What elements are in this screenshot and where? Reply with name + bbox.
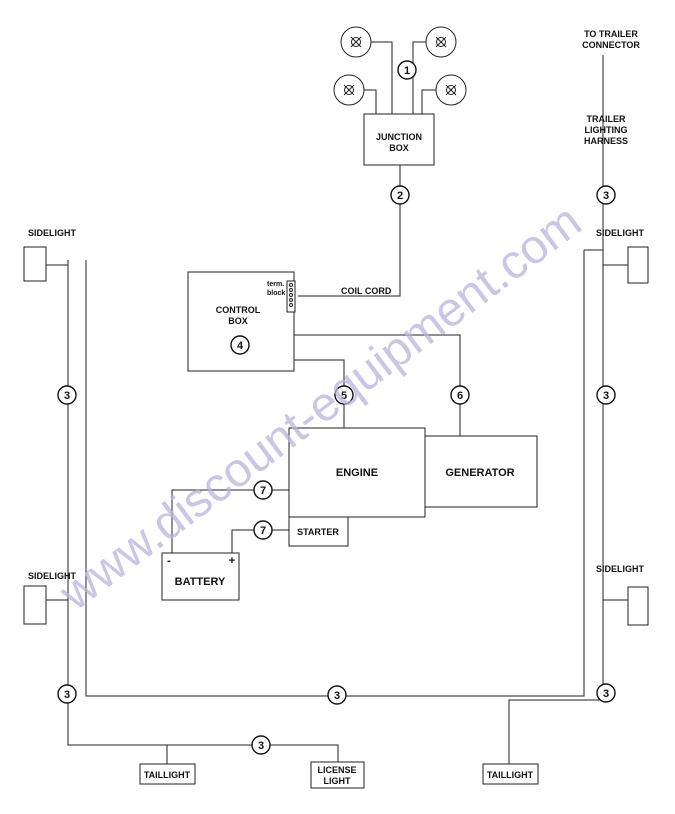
generator: GENERATOR <box>423 435 538 508</box>
wire-junction-coil <box>298 165 401 297</box>
sidelight-left-bottom-label: SIDELIGHT <box>28 571 77 581</box>
wire-control-engine <box>294 359 345 428</box>
wire-worklight-1 <box>371 41 393 114</box>
sidelight-right-bottom-label: SIDELIGHT <box>596 564 645 574</box>
work-light-top-left <box>340 26 372 58</box>
callout-6: 6 <box>450 385 470 405</box>
battery-positive: + <box>229 555 235 567</box>
to-trailer-connector-label-1: TO TRAILER <box>584 29 638 39</box>
engine-label: ENGINE <box>336 467 378 479</box>
license-light-label-2: LIGHT <box>324 776 351 786</box>
svg-text:3: 3 <box>258 740 264 752</box>
taillight-left-label: TAILLIGHT <box>144 770 191 780</box>
trailer-harness-label-3: HARNESS <box>584 136 628 146</box>
term-block-label-2: block <box>267 290 285 297</box>
sidelight-left-bottom <box>23 585 47 625</box>
work-light-bottom-right <box>435 74 467 106</box>
taillight-left: TAILLIGHT <box>139 763 196 785</box>
term-block-label-1: term. <box>267 281 284 288</box>
battery-negative: - <box>167 555 171 567</box>
callout-3-right-middle: 3 <box>596 385 616 405</box>
watermark-text: www.discount-equipment.com <box>49 195 591 622</box>
work-light-top-right <box>425 26 457 58</box>
sidelight-left-top <box>23 246 47 282</box>
sidelight-right-top <box>627 246 649 284</box>
callout-1: 1 <box>397 60 417 80</box>
callouts: 1 2 4 5 6 7 7 3 3 3 3 3 3 3 <box>57 60 616 755</box>
callout-7-starter: 7 <box>253 520 273 540</box>
svg-text:3: 3 <box>64 689 70 701</box>
svg-text:3: 3 <box>64 390 70 402</box>
svg-text:3: 3 <box>603 390 609 402</box>
svg-text:2: 2 <box>397 190 403 202</box>
sidelight-right-bottom <box>627 586 649 626</box>
junction-box-label-2: BOX <box>389 143 409 153</box>
svg-text:4: 4 <box>237 340 244 352</box>
control-box: CONTROL BOX term. block <box>187 271 296 372</box>
callout-2: 2 <box>390 185 410 205</box>
svg-text:3: 3 <box>603 190 609 202</box>
junction-box-label-1: JUNCTION <box>376 132 422 142</box>
svg-text:7: 7 <box>260 485 266 497</box>
control-box-label-1: CONTROL <box>216 305 261 315</box>
wire-right-main <box>508 55 604 764</box>
svg-text:1: 1 <box>404 65 410 77</box>
callout-3-bottom-middle: 3 <box>327 685 347 705</box>
work-lights <box>333 26 467 106</box>
wire-left-outer <box>67 260 339 762</box>
terminal-block <box>286 280 296 313</box>
taillight-right-label: TAILLIGHT <box>487 770 534 780</box>
starter-label: STARTER <box>297 527 339 537</box>
work-light-bottom-left <box>333 74 365 106</box>
starter: STARTER <box>288 516 349 547</box>
wire-worklight-2 <box>412 41 426 114</box>
callout-3-right-top: 3 <box>596 185 616 205</box>
trailer-harness-label-2: LIGHTING <box>585 125 628 135</box>
callout-3-left-lower: 3 <box>57 684 77 704</box>
coil-cord-label: COIL CORD <box>341 286 392 296</box>
trailer-harness-label-1: TRAILER <box>587 114 626 124</box>
wire-worklight-3 <box>364 89 377 114</box>
callout-4: 4 <box>230 335 250 355</box>
callout-5: 5 <box>334 385 354 405</box>
sidelight-left-top-label: SIDELIGHT <box>28 228 77 238</box>
wire-engine-battery <box>171 489 289 553</box>
callout-3-right-lower: 3 <box>596 683 616 703</box>
to-trailer-connector-label-2: CONNECTOR <box>582 40 640 50</box>
wire-worklight-4 <box>421 89 436 114</box>
junction-box: JUNCTION BOX <box>363 113 435 166</box>
license-light: LICENSE LIGHT <box>310 761 365 789</box>
svg-text:7: 7 <box>260 525 266 537</box>
svg-text:5: 5 <box>341 390 347 402</box>
control-box-label-2: BOX <box>228 316 248 326</box>
taillight-right: TAILLIGHT <box>482 763 539 785</box>
generator-label: GENERATOR <box>445 467 514 479</box>
svg-text:3: 3 <box>603 688 609 700</box>
svg-text:3: 3 <box>334 690 340 702</box>
svg-text:6: 6 <box>457 390 463 402</box>
callout-3-bottom-left: 3 <box>251 735 271 755</box>
callout-3-left-upper: 3 <box>57 385 77 405</box>
callout-7-engine: 7 <box>253 480 273 500</box>
sidelight-right-top-label: SIDELIGHT <box>596 228 645 238</box>
battery: BATTERY - + <box>161 552 240 601</box>
wiring <box>46 41 628 764</box>
license-light-label-1: LICENSE <box>317 765 356 775</box>
engine: ENGINE <box>288 427 426 518</box>
battery-label: BATTERY <box>175 576 226 588</box>
